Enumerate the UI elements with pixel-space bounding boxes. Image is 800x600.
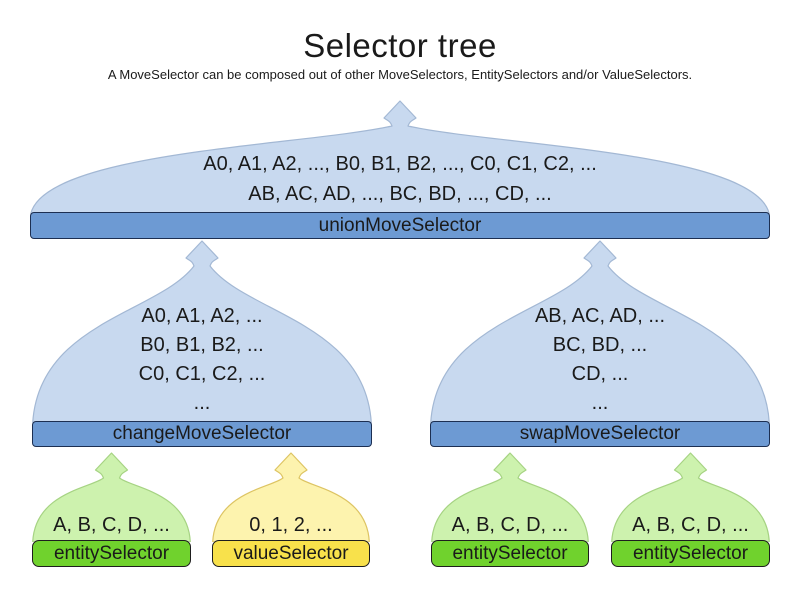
node-value-line: A, B, C, D, ... [53,514,170,536]
node-label-bar-union: unionMoveSelector [30,212,770,239]
node-value-line: 0, 1, 2, ... [249,514,333,536]
selector-node-change: A0, A1, A2, ... B0, B1, B2, ... C0, C1, C2… [32,240,372,447]
dome-arrow-shape [32,240,372,423]
dome-arrow-shape [30,100,770,214]
selector-node-value1: 0, 1, 2, ... valueSelector [212,452,370,567]
dome-arrow-shape [212,452,370,542]
node-label-bar-swap: swapMoveSelector [430,421,770,447]
node-value-line: A, B, C, D, ... [632,514,749,536]
selector-node-entity1: A, B, C, D, ... entitySelector [32,452,191,567]
node-label-bar-change: changeMoveSelector [32,421,372,447]
node-label-bar-value1: valueSelector [212,540,370,567]
node-value-line: AB, AC, AD, ... [534,305,666,327]
dome-arrow-shape [611,452,770,542]
node-value-line: A0, A1, A2, ..., B0, B1, B2, ..., C0, C1… [203,153,597,175]
node-value-line: ... [591,392,609,414]
dome-arrow-shape [32,452,191,542]
dome-arrow-shape [431,452,589,542]
page-subtitle: A MoveSelector can be composed out of ot… [107,67,693,82]
selector-node-entity2: A, B, C, D, ... entitySelector [431,452,589,567]
node-value-line: A, B, C, D, ... [451,514,569,536]
selector-node-union: A0, A1, A2, ..., B0, B1, B2, ..., C0, C1… [30,100,770,239]
selector-node-swap: AB, AC, AD, ... BC, BD, ... CD, ...... swap… [430,240,770,447]
node-value-line: AB, AC, AD, ..., BC, BD, ..., CD, ... [248,183,552,205]
node-value-line: ... [193,392,211,414]
node-label-bar-entity1: entitySelector [32,540,191,567]
node-value-line: CD, ... [571,363,629,385]
node-label-bar-entity3: entitySelector [611,540,770,567]
node-value-line: C0, C1, C2, ... [138,363,266,385]
node-value-line: BC, BD, ... [552,334,648,356]
node-label-bar-entity2: entitySelector [431,540,589,567]
node-value-line: B0, B1, B2, ... [140,334,264,356]
dome-arrow-shape [430,240,770,423]
page-title: Selector tree [303,27,497,64]
selector-node-entity3: A, B, C, D, ... entitySelector [611,452,770,567]
node-value-line: A0, A1, A2, ... [141,305,263,327]
